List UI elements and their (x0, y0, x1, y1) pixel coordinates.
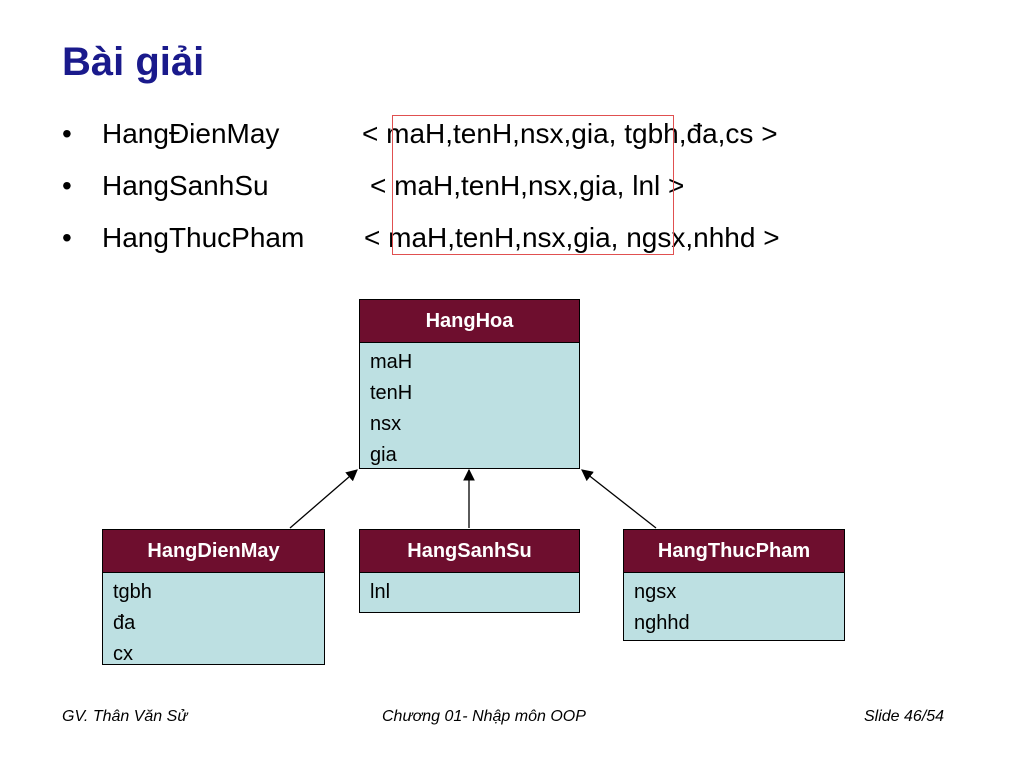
class-attributes: ngsx nghhd (624, 573, 844, 639)
class-name: HangHoa (360, 300, 579, 343)
common-attributes-highlight (392, 115, 674, 255)
footer-chapter: Chương 01- Nhập môn OOP (382, 708, 586, 725)
bullet-marker: • (62, 170, 72, 201)
class-attribute: nsx (370, 413, 402, 435)
class-attributes: maH tenH nsx gia (360, 343, 579, 471)
bullet-marker: • (62, 222, 72, 253)
class-name: HangDienMay (103, 530, 324, 573)
footer-slide-number: Slide 46/54 (864, 708, 945, 725)
class-box-hangsanhsu: HangSanhSu lnl (359, 529, 580, 613)
class-attribute: tgbh (113, 581, 152, 603)
bullet-class-name: HangThucPham (102, 222, 305, 253)
class-attributes: lnl (360, 573, 579, 608)
class-attribute: cx (113, 643, 133, 665)
class-attribute: tenH (370, 382, 413, 404)
arrow-hangdienmay-to-hanghoa (289, 469, 358, 529)
class-attribute: nghhd (634, 612, 690, 634)
class-box-hangdienmay: HangDienMay tgbh đa cx (102, 529, 325, 665)
class-attribute: lnl (370, 581, 391, 603)
bullet-marker: • (62, 118, 72, 149)
footer-author: GV. Thân Văn Sử (62, 708, 188, 725)
class-attribute: ngsx (634, 581, 677, 603)
slide-title: Bài giải (62, 40, 205, 84)
class-name: HangSanhSu (360, 530, 579, 573)
class-attribute: đa (113, 612, 136, 634)
bullet-attributes: < maH,tenH,nsx,gia, tgbh,đa,cs > (362, 118, 778, 149)
arrow-hangthucpham-to-hanghoa (581, 469, 657, 529)
class-box-hangthucpham: HangThucPham ngsx nghhd (623, 529, 845, 641)
bullet-attributes: < maH,tenH,nsx,gia, ngsx,nhhd > (364, 222, 780, 253)
class-box-hanghoa: HangHoa maH tenH nsx gia (359, 299, 580, 469)
class-attribute: maH (370, 351, 413, 373)
bullet-class-name: HangĐienMay (102, 118, 280, 149)
class-attributes: tgbh đa cx (103, 573, 324, 670)
bullet-attributes: < maH,tenH,nsx,gia, lnl > (370, 170, 685, 201)
class-attribute: gia (370, 444, 397, 466)
bullet-class-name: HangSanhSu (102, 170, 269, 201)
class-name: HangThucPham (624, 530, 844, 573)
